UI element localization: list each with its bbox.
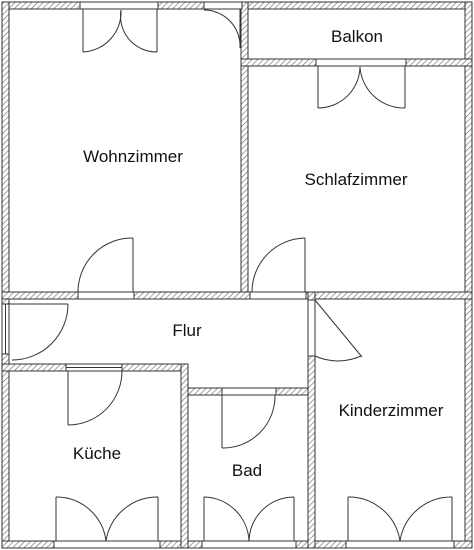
double-door-icon xyxy=(201,496,297,549)
wall-left xyxy=(1,1,10,549)
door-swing-icon xyxy=(77,237,135,300)
room-label-wohnzimmer: Wohnzimmer xyxy=(83,147,183,166)
room-label-balkon: Balkon xyxy=(331,27,383,46)
wall-flur-top xyxy=(1,291,473,300)
door-swing-icon xyxy=(203,1,243,49)
room-label-schlafzimmer: Schlafzimmer xyxy=(305,170,408,189)
room-label-kinderzimmer: Kinderzimmer xyxy=(339,401,444,420)
door-swing-icon xyxy=(307,299,363,362)
double-door-icon xyxy=(315,58,407,109)
double-door-icon xyxy=(79,1,159,53)
room-label-kueche: Küche xyxy=(73,444,121,463)
wall-right xyxy=(464,1,473,549)
double-door-icon xyxy=(53,496,161,549)
room-label-flur: Flur xyxy=(172,321,202,340)
wall-kinderzimmer xyxy=(307,291,316,549)
windows xyxy=(1,303,123,372)
door-swing-icon xyxy=(67,370,123,426)
door-swing-icon xyxy=(9,303,69,361)
wall-kueche-bad xyxy=(180,363,189,549)
wall-wohn-schlaf xyxy=(240,1,249,299)
door-swing-icon xyxy=(221,387,277,449)
room-label-bad: Bad xyxy=(232,461,262,480)
double-door-icon xyxy=(345,496,455,549)
door-swing-icon xyxy=(249,237,307,300)
doors xyxy=(9,1,455,549)
